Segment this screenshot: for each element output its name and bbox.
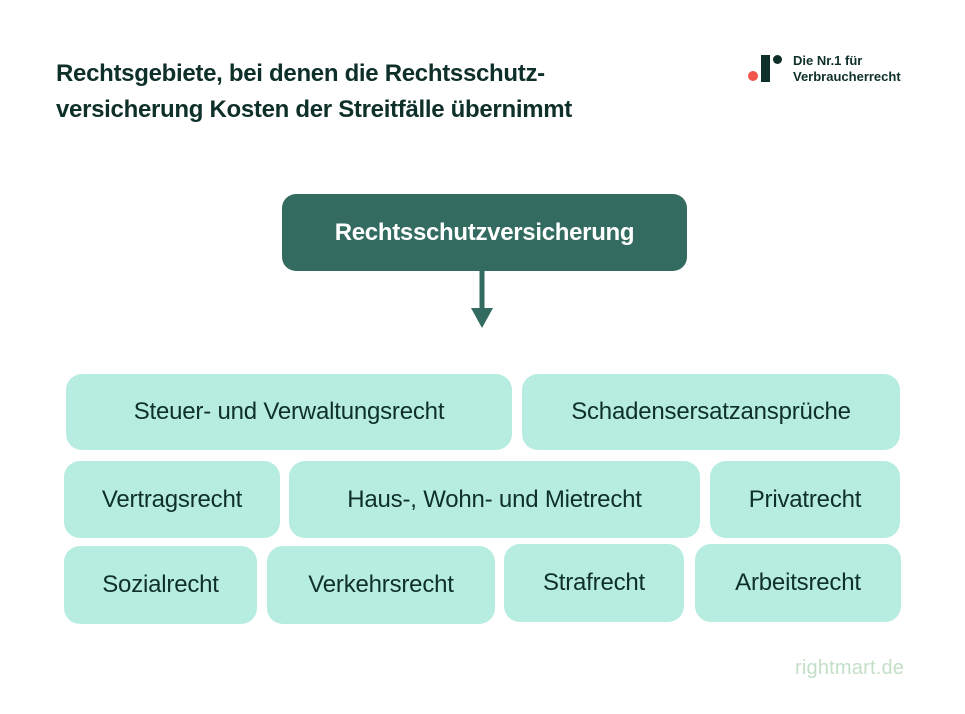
arrow-down-icon xyxy=(471,270,493,328)
child-node-arbeitsrecht: Arbeitsrecht xyxy=(695,544,901,622)
logo-bar xyxy=(761,55,770,82)
title-line-2: versicherung Kosten der Streitfälle über… xyxy=(56,96,572,123)
child-node-verkehrsrecht: Verkehrsrecht xyxy=(267,546,495,624)
logo-tagline-line-2: Verbraucherrecht xyxy=(793,69,901,84)
logo-tagline-line-1: Die Nr.1 für xyxy=(793,53,863,68)
logo-dark-dot xyxy=(773,55,782,64)
child-node-steuer-verwaltungsrecht: Steuer- und Verwaltungsrecht xyxy=(66,374,512,450)
logo-red-dot xyxy=(748,71,758,81)
child-node-vertragsrecht: Vertragsrecht xyxy=(64,461,280,538)
page-title: Rechtsgebiete, bei denen die Rechtsschut… xyxy=(56,56,676,128)
logo-mark-icon xyxy=(748,53,784,87)
child-node-haus-wohn-mietrecht: Haus-, Wohn- und Mietrecht xyxy=(289,461,700,538)
title-line-1: Rechtsgebiete, bei denen die Rechtsschut… xyxy=(56,60,545,87)
child-node-privatrecht: Privatrecht xyxy=(710,461,900,538)
footer-site: rightmart.de xyxy=(795,657,905,679)
child-node-sozialrecht: Sozialrecht xyxy=(64,546,257,624)
child-node-schadensersatzansprueche: Schadensersatzansprüche xyxy=(522,374,900,450)
root-node: Rechtsschutzversicherung xyxy=(282,194,687,271)
child-node-strafrecht: Strafrecht xyxy=(504,544,684,622)
logo-tagline: Die Nr.1 für Verbraucherrecht xyxy=(793,53,901,85)
brand-logo: Die Nr.1 für Verbraucherrecht xyxy=(748,53,918,87)
